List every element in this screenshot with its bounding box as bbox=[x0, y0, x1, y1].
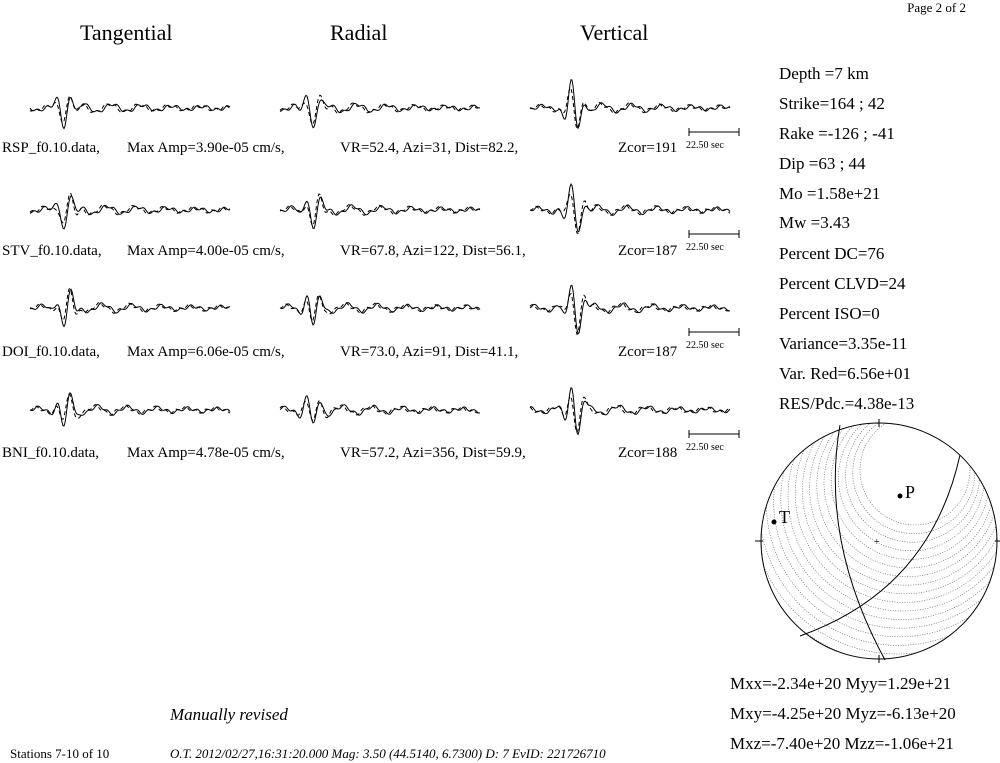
column-header-tangential: Tangential bbox=[80, 20, 173, 45]
hatch-line bbox=[838, 423, 985, 552]
station-max-amp: Max Amp=4.00e-05 cm/s, bbox=[127, 243, 285, 259]
station-zcor: Zcor=187 bbox=[618, 243, 678, 259]
manual-revision-note: Manually revised bbox=[170, 705, 288, 724]
station-vr: VR=67.8, Azi=122, Dist=56.1, bbox=[340, 243, 526, 259]
p-axis-label: P bbox=[905, 482, 915, 502]
observed-waveform bbox=[279, 294, 481, 326]
time-scale-label: 22.50 sec bbox=[686, 242, 724, 253]
station-zcor: Zcor=188 bbox=[618, 445, 678, 461]
observed-waveform bbox=[529, 284, 731, 335]
synthetic-waveform bbox=[279, 400, 481, 421]
nodal-plane-1 bbox=[834, 424, 886, 661]
param-mw: Mw =3.43 bbox=[779, 213, 850, 232]
observed-waveform bbox=[29, 391, 231, 427]
time-scale-bar bbox=[688, 230, 740, 238]
hatch-line bbox=[816, 423, 997, 577]
time-scale-bar bbox=[688, 128, 740, 136]
station-max-amp: Max Amp=3.90e-05 cm/s, bbox=[127, 140, 285, 156]
param-depth: Depth =7 km bbox=[779, 64, 869, 83]
synthetic-waveform bbox=[279, 94, 481, 125]
stations-count: Stations 7-10 of 10 bbox=[10, 746, 110, 761]
synthetic-waveform bbox=[29, 192, 231, 224]
page-number: Page 2 of 2 bbox=[907, 0, 966, 15]
synthetic-waveform bbox=[529, 193, 731, 235]
observed-waveform bbox=[279, 395, 481, 424]
hatch-line bbox=[787, 423, 997, 612]
observed-waveform bbox=[29, 195, 231, 230]
tensor-row-3: Mxz=-7.40e+20 Mzz=-1.06e+21 bbox=[730, 734, 954, 753]
compressional-quadrant-hatching bbox=[761, 423, 997, 659]
station-file: STV_f0.10.data, bbox=[2, 243, 102, 259]
param-percent-dc: Percent DC=76 bbox=[779, 244, 885, 263]
param-mo: Mo =1.58e+21 bbox=[779, 184, 881, 203]
station-zcor: Zcor=187 bbox=[618, 344, 678, 360]
station-max-amp: Max Amp=4.78e-05 cm/s, bbox=[127, 445, 285, 461]
hatch-line bbox=[852, 423, 976, 534]
param-percent-clvd: Percent CLVD=24 bbox=[779, 274, 906, 293]
nodal-plane-2 bbox=[799, 454, 961, 637]
t-axis-label: T bbox=[779, 507, 790, 527]
t-axis-marker bbox=[771, 519, 777, 525]
station-zcor: Zcor=191 bbox=[618, 140, 678, 156]
synthetic-waveform bbox=[29, 95, 231, 124]
hatch-line bbox=[802, 423, 997, 595]
hatch-line bbox=[761, 423, 997, 655]
synthetic-waveform bbox=[529, 395, 731, 434]
hatch-line bbox=[761, 423, 997, 646]
station-max-amp: Max Amp=6.06e-05 cm/s, bbox=[127, 344, 285, 360]
param-var-red: Var. Red=6.56e+01 bbox=[779, 364, 912, 383]
param-dip: Dip =63 ; 44 bbox=[779, 154, 866, 173]
station-file: BNI_f0.10.data, bbox=[2, 445, 100, 461]
p-axis-marker bbox=[897, 493, 903, 499]
observed-waveform bbox=[529, 182, 731, 233]
tensor-row-1: Mxx=-2.34e+20 Myy=1.29e+21 bbox=[730, 674, 952, 693]
param-strike: Strike=164 ; 42 bbox=[779, 94, 885, 113]
time-scale-bar bbox=[688, 430, 740, 438]
origin-info: O.T. 2012/02/27,16:31:20.000 Mag: 3.50 (… bbox=[170, 746, 606, 761]
synthetic-waveform bbox=[29, 287, 231, 322]
time-scale-bar bbox=[688, 328, 740, 336]
synthetic-waveform bbox=[279, 294, 481, 322]
param-rake: Rake =-126 ; -41 bbox=[779, 124, 895, 143]
center-cross: + bbox=[874, 537, 880, 548]
column-header-vertical: Vertical bbox=[580, 20, 649, 45]
column-header-radial: Radial bbox=[330, 20, 388, 45]
time-scale-label: 22.50 sec bbox=[686, 140, 724, 151]
param-percent-iso: Percent ISO=0 bbox=[779, 304, 880, 323]
synthetic-waveform bbox=[29, 393, 231, 420]
station-file: RSP_f0.10.data, bbox=[2, 140, 100, 156]
station-file: DOI_f0.10.data, bbox=[2, 344, 100, 360]
time-scale-label: 22.50 sec bbox=[686, 340, 724, 351]
synthetic-waveform bbox=[279, 193, 481, 227]
param-variance: Variance=3.35e-11 bbox=[779, 334, 908, 353]
station-vr: VR=52.4, Azi=31, Dist=82.2, bbox=[340, 140, 519, 156]
hatch-line bbox=[859, 423, 971, 526]
station-vr: VR=57.2, Azi=356, Dist=59.9, bbox=[340, 445, 526, 461]
param-res-pdc: RES/Pdc.=4.38e-13 bbox=[779, 394, 915, 413]
synthetic-waveform bbox=[529, 292, 731, 336]
time-scale-label: 22.50 sec bbox=[686, 442, 724, 453]
station-vr: VR=73.0, Azi=91, Dist=41.1, bbox=[340, 344, 519, 360]
tensor-row-2: Mxy=-4.25e+20 Myz=-6.13e+20 bbox=[730, 704, 956, 723]
observed-waveform bbox=[279, 94, 481, 129]
